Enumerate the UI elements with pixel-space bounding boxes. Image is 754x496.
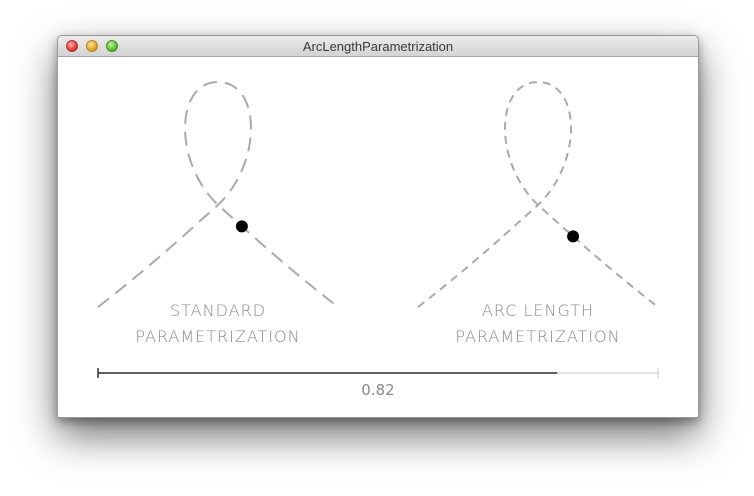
standard-label-line2: PARAMETRIZATION xyxy=(135,327,301,346)
curves-canvas xyxy=(97,80,659,378)
arc-length-label-line1: ARC LENGTH xyxy=(481,301,595,320)
standard-position-dot xyxy=(235,220,248,233)
arc-length-label-line2: PARAMETRIZATION xyxy=(455,327,621,346)
standard-label: STANDARD PARAMETRIZATION xyxy=(98,298,338,350)
parameter-slider[interactable] xyxy=(97,368,659,378)
close-traffic-light-icon[interactable] xyxy=(66,40,78,52)
arc-length-curve xyxy=(417,80,659,308)
title-bar[interactable]: ArcLengthParametrization xyxy=(58,36,698,57)
standard-label-line1: STANDARD xyxy=(169,301,267,320)
app-window: ArcLengthParametrization STANDARD PARAME… xyxy=(57,35,699,418)
arc-length-position-dot xyxy=(567,230,580,243)
minimize-traffic-light-icon[interactable] xyxy=(86,40,98,52)
arc-length-label: ARC LENGTH PARAMETRIZATION xyxy=(418,298,658,350)
maximize-traffic-light-icon[interactable] xyxy=(106,40,118,52)
slider-value-label: 0.82 xyxy=(361,381,395,399)
standard-curve xyxy=(97,80,339,308)
window-title: ArcLengthParametrization xyxy=(302,39,454,54)
canvas: STANDARD PARAMETRIZATION ARC LENGTH PARA… xyxy=(58,57,698,417)
